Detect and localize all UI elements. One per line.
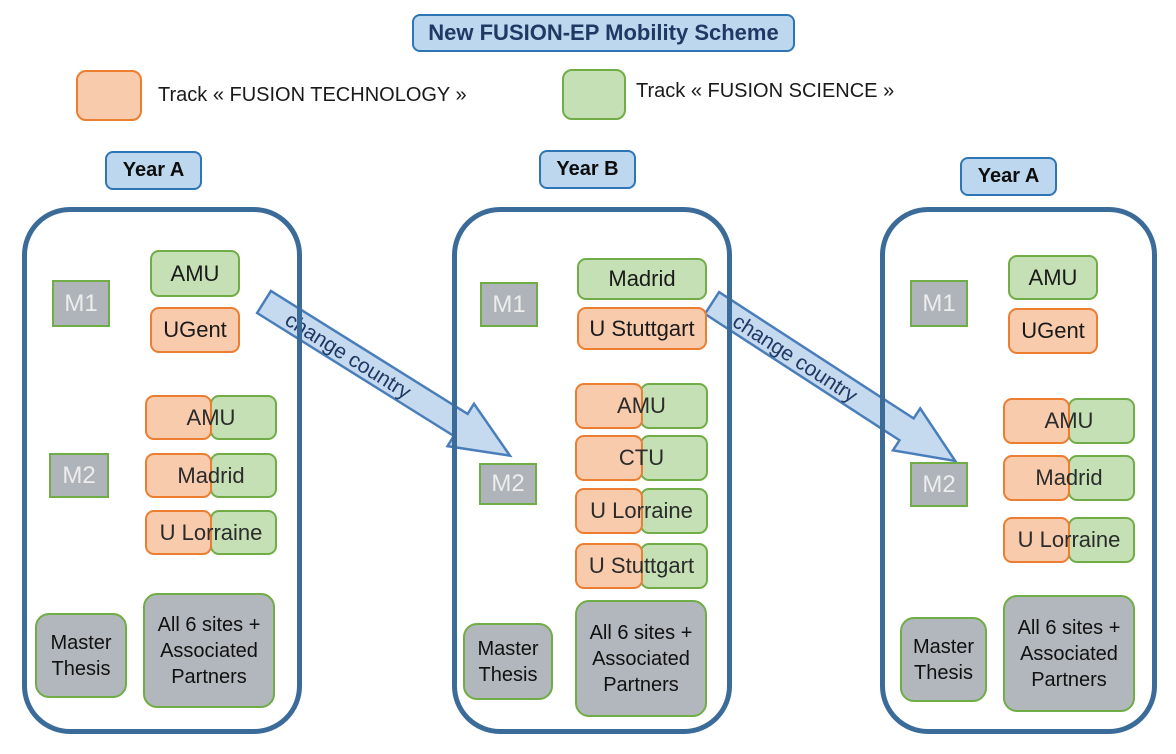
m1-badge: M1 [910,280,968,327]
university-label: U Lorraine [1017,527,1121,552]
split-box-ctu: CTU [575,435,708,481]
year-label-panel-2: Year B [539,150,636,189]
legend-technology-label: Track « FUSION TECHNOLOGY » [158,84,467,106]
block-arrow-icon [255,289,513,458]
university-box-madrid: Madrid [577,258,707,300]
change-country-arrow-2: change country [703,290,958,463]
legend-technology-swatch [76,70,142,121]
split-box-madrid: Madrid [145,453,277,498]
science-half [209,510,277,555]
university-box-ugent: UGent [1008,308,1098,354]
university-label: U Stuttgart [588,553,695,578]
master-thesis-box: Master Thesis [35,613,127,698]
technology-half [145,453,213,498]
university-label: CTU [618,445,665,470]
all-sites-box: All 6 sites + Associated Partners [1003,595,1135,712]
change-country-label: change country [728,310,861,408]
master-thesis-box: Master Thesis [900,617,987,702]
m1-badge: M1 [480,282,538,327]
technology-half [1003,455,1071,501]
university-label: Madrid [1035,465,1103,490]
split-box-u-lorraine: U Lorraine [575,488,708,534]
university-label: AMU [1044,408,1094,433]
year-label-panel-3: Year A [960,157,1057,196]
university-label: AMU [617,393,666,418]
technology-half [575,383,643,429]
legend-science-label: Track « FUSION SCIENCE » [636,80,895,102]
technology-half [575,488,643,534]
m1-badge: M1 [52,280,110,327]
split-box-amu: AMU [575,383,708,429]
block-arrow-icon [703,290,958,463]
university-box-u-stuttgart: U Stuttgart [577,307,707,350]
all-sites-box: All 6 sites + Associated Partners [575,600,707,717]
split-box-madrid: Madrid [1003,455,1135,501]
technology-half [145,395,213,440]
university-box-amu: AMU [1008,255,1098,300]
technology-half [1003,517,1071,563]
university-box-amu: AMU [150,250,240,297]
m2-badge: M2 [49,453,109,498]
university-label: Madrid [177,462,245,488]
all-sites-box: All 6 sites + Associated Partners [143,593,275,708]
university-box-ugent: UGent [150,307,240,353]
legend-science-swatch [562,69,626,120]
university-label: AMU [186,404,236,430]
split-box-u-stuttgart: U Stuttgart [575,543,708,589]
year-label-panel-1: Year A [105,151,202,190]
split-box-amu: AMU [145,395,277,440]
panel-year-a-2: M1 AMU UGent M2 AMU Madrid U Lorraine Ma… [880,207,1157,734]
master-thesis-box: Master Thesis [463,623,553,700]
split-box-u-lorraine: U Lorraine [1003,517,1135,563]
technology-half [145,510,213,555]
university-label: U Lorraine [159,519,263,545]
university-label: U Lorraine [590,498,693,523]
panel-year-b: M1 Madrid U Stuttgart M2 AMU CTU U Lorra… [452,207,732,734]
science-half [640,383,708,429]
science-half [1067,398,1135,444]
diagram-title: New FUSION-EP Mobility Scheme [412,14,795,52]
technology-half [575,435,643,481]
technology-half [1003,398,1071,444]
panel-year-a-1: M1 AMU UGent M2 AMU Madrid U Lorraine Ma… [22,207,302,734]
split-box-amu: AMU [1003,398,1135,444]
change-country-arrow-1: change country [255,289,513,458]
split-box-u-lorraine: U Lorraine [145,510,277,555]
science-half [640,435,708,481]
science-half [209,395,277,440]
m2-badge: M2 [479,463,537,505]
technology-half [575,543,643,589]
m2-badge: M2 [910,462,968,507]
